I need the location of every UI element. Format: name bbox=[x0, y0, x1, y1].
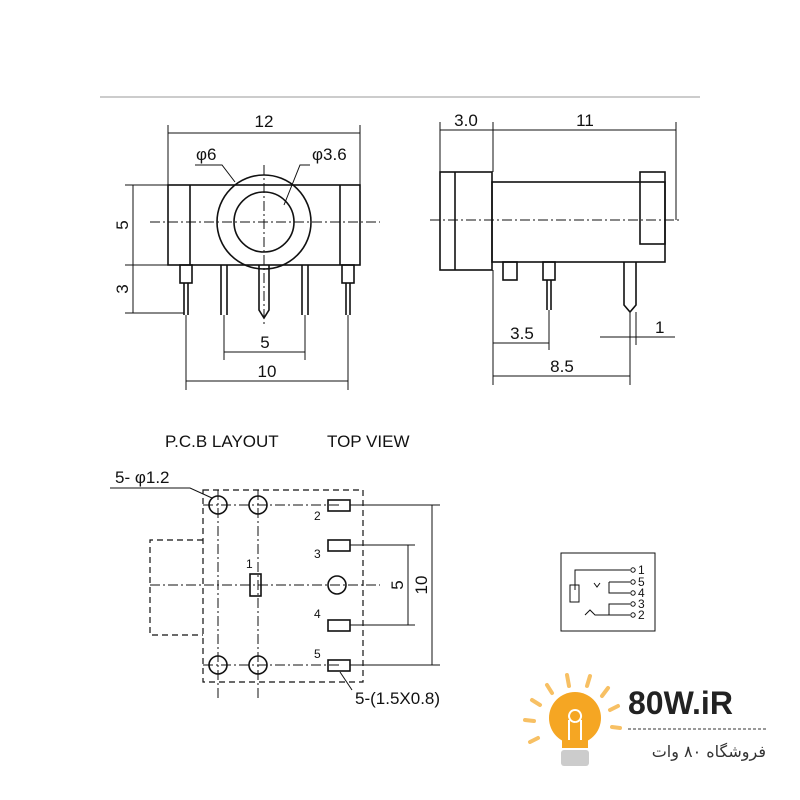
side-view: 3.0 11 3.5 8.5 1 bbox=[430, 111, 680, 385]
dim-pin-spacing-outer: 10 bbox=[258, 362, 277, 381]
pcb-dim-5: 5 bbox=[388, 580, 407, 589]
sch-pin-4: 4 bbox=[638, 586, 645, 600]
pad-label-5: 5 bbox=[314, 647, 321, 661]
lightbulb-icon bbox=[549, 692, 601, 744]
schematic: 1 5 4 3 2 bbox=[560, 552, 656, 632]
sch-pin-1: 1 bbox=[638, 563, 645, 577]
pcb-title: P.C.B LAYOUT bbox=[165, 432, 279, 451]
sch-pin-3: 3 bbox=[638, 597, 645, 611]
holes-label: 5- φ1.2 bbox=[115, 468, 170, 487]
pad-label-3: 3 bbox=[314, 547, 321, 561]
pad-label-1: 1 bbox=[246, 557, 253, 571]
pcb-layout: P.C.B LAYOUT TOP VIEW 5- φ1.2 2 3 1 4 5 … bbox=[110, 432, 440, 708]
sch-pin-5: 5 bbox=[638, 575, 645, 589]
sch-pin-2: 2 bbox=[638, 608, 645, 622]
dim-body-len: 11 bbox=[576, 111, 594, 130]
dim-pin-spacing-inner: 5 bbox=[260, 333, 269, 352]
dim-hole-outer: φ6 bbox=[196, 145, 216, 164]
dim-pin-height: 3 bbox=[113, 284, 132, 293]
pad-label-2: 2 bbox=[314, 509, 321, 523]
logo: 80W.iR فروشگاه ۸۰ وات bbox=[523, 673, 766, 766]
pcb-subtitle: TOP VIEW bbox=[327, 432, 410, 451]
dim-pin-width: 1 bbox=[655, 318, 664, 337]
pads-label: 5-(1.5X0.8) bbox=[355, 689, 440, 708]
pad-label-4: 4 bbox=[314, 607, 321, 621]
brand-name: 80W.iR bbox=[628, 685, 733, 721]
light-rays-icon bbox=[523, 673, 622, 744]
dim-width: 12 bbox=[255, 112, 274, 131]
tagline: فروشگاه ۸۰ وات bbox=[652, 742, 766, 762]
dim-pin-offset: 3.5 bbox=[510, 324, 534, 343]
dim-body-height: 5 bbox=[113, 220, 132, 229]
dim-hole-inner: φ3.6 bbox=[312, 145, 347, 164]
dim-front-len: 3.0 bbox=[454, 111, 478, 130]
dim-pin-far: 8.5 bbox=[550, 357, 574, 376]
pcb-dim-10: 10 bbox=[412, 576, 431, 595]
front-view: 12 φ6 φ3.6 5 3 5 10 bbox=[113, 112, 380, 390]
